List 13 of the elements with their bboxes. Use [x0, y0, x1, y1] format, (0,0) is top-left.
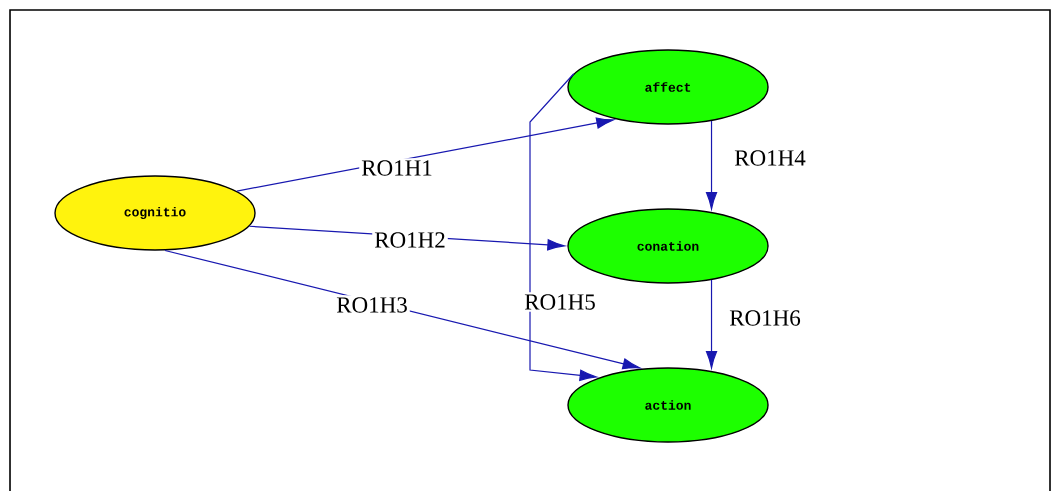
ellipse-node: cognitio: [54, 175, 256, 251]
ellipse-node: affect: [567, 49, 769, 125]
arrow: [529, 73, 598, 381]
edge-label: RO1H6: [727, 308, 803, 328]
edge-label: RO1H5: [522, 292, 598, 312]
ellipse-node: action: [567, 367, 769, 443]
edge-label: RO1H2: [372, 230, 448, 250]
arrow: [705, 120, 718, 210]
arrow: [705, 279, 718, 369]
edge-label: RO1H3: [334, 295, 410, 315]
edge-label: RO1H4: [732, 148, 808, 168]
edge-label: RO1H1: [359, 158, 435, 178]
ellipse-node: conation: [567, 208, 769, 284]
